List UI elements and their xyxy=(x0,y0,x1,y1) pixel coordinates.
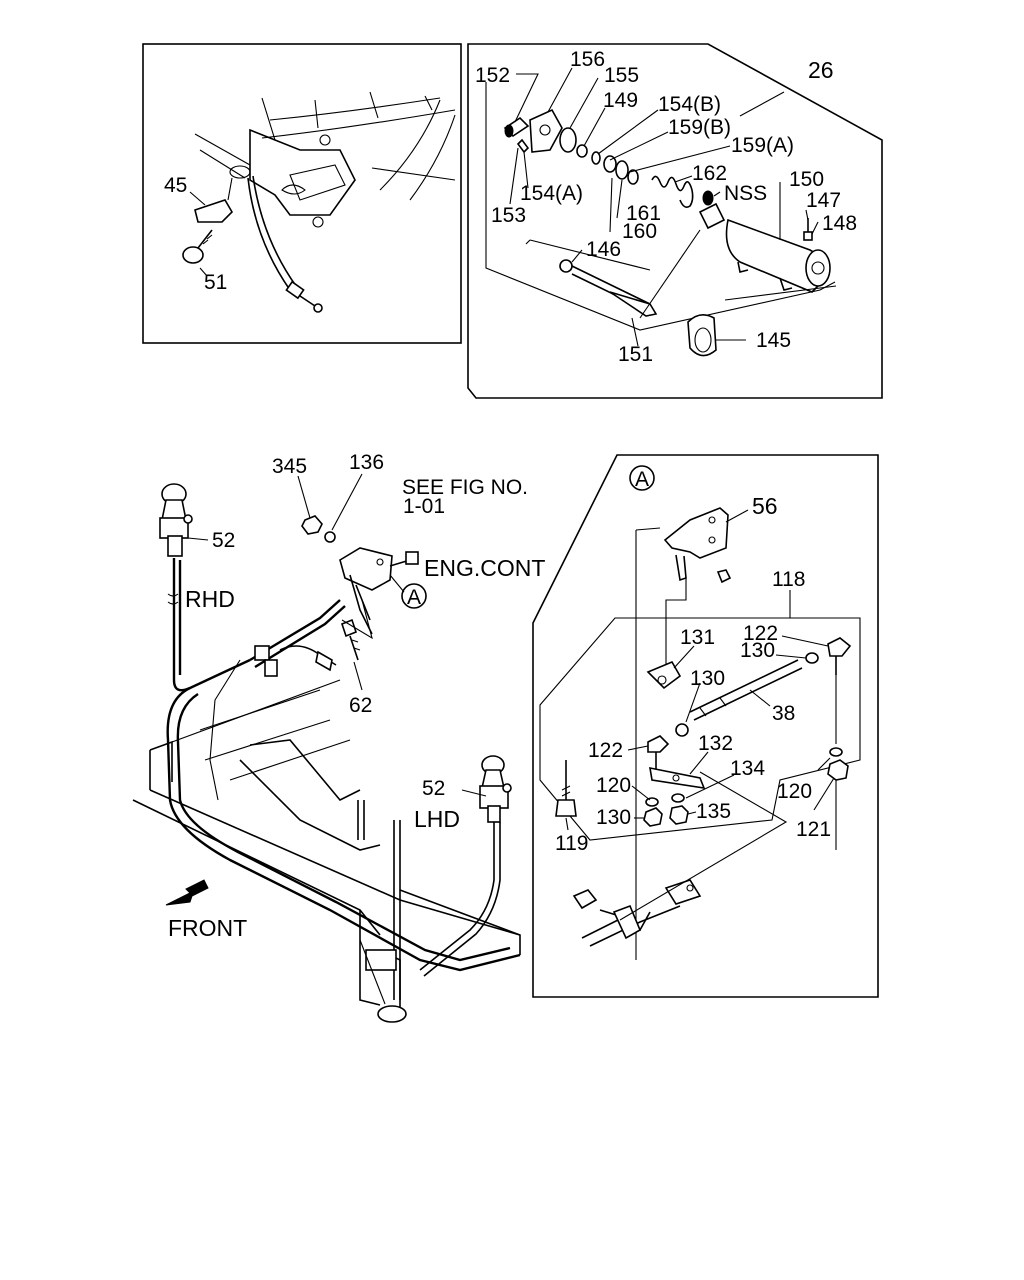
sub-assembly-118-outline xyxy=(539,617,861,841)
label-135: 135 xyxy=(696,800,731,823)
label-120-right: 120 xyxy=(777,780,812,803)
label-62: 62 xyxy=(349,694,372,717)
label-118: 118 xyxy=(772,568,805,591)
cab-structure-drawing xyxy=(194,91,456,313)
callout-A-label: A xyxy=(407,586,421,609)
rhd-cable-drawing xyxy=(166,558,521,972)
detail-title: A xyxy=(635,468,649,491)
label-151: 151 xyxy=(618,343,653,366)
cable-connector xyxy=(315,650,333,672)
label-134: 134 xyxy=(730,757,765,780)
front-arrow-icon xyxy=(165,879,209,906)
pull-knob-lhd xyxy=(419,755,512,977)
label-154A: 154(A) xyxy=(520,182,583,205)
label-154B: 154(B) xyxy=(658,93,721,116)
leader-51 xyxy=(199,267,208,277)
label-149: 149 xyxy=(603,89,638,112)
label-51: 51 xyxy=(204,271,227,294)
bolt-part-51 xyxy=(182,229,213,264)
label-130-bottom: 130 xyxy=(596,806,631,829)
fig-number-label: 1-01 xyxy=(403,495,445,518)
label-159A: 159(A) xyxy=(731,134,794,157)
rhd-label: RHD xyxy=(185,586,235,612)
label-122-top: 122 xyxy=(743,622,778,645)
label-146: 146 xyxy=(586,238,621,261)
label-45: 45 xyxy=(164,174,187,197)
label-132: 132 xyxy=(698,732,733,755)
top-left-panel-frame xyxy=(142,43,462,344)
label-52-rhd: 52 xyxy=(212,529,235,552)
main-panel: 345 136 SEE FIG NO. 1-01 52 ENG.CONT RHD… xyxy=(132,451,545,1023)
label-38: 38 xyxy=(772,702,795,725)
label-159B: 159(B) xyxy=(668,116,731,139)
label-56: 56 xyxy=(752,493,778,519)
label-121: 121 xyxy=(796,818,831,841)
top-right-leaders xyxy=(509,67,837,347)
label-148: 148 xyxy=(822,212,857,235)
frame-rails-drawing xyxy=(132,679,521,1010)
cable-loop xyxy=(209,659,241,801)
pull-knob-rhd xyxy=(159,483,193,605)
label-130-top: 130 xyxy=(740,639,775,662)
label-160: 160 xyxy=(622,220,657,243)
detail-parts-drawing xyxy=(555,507,852,960)
detail-title-circle xyxy=(629,465,655,491)
front-label: FRONT xyxy=(168,915,247,941)
label-NSS: NSS xyxy=(724,182,767,205)
eng-cont-label: ENG.CONT xyxy=(424,555,545,581)
callout-A-circle xyxy=(401,583,427,609)
main-panel-leaders xyxy=(187,473,487,797)
nut-345 xyxy=(301,515,323,535)
label-152: 152 xyxy=(475,64,510,87)
label-345: 345 xyxy=(272,455,307,478)
label-26: 26 xyxy=(808,57,834,83)
leader-45 xyxy=(189,191,206,206)
label-147: 147 xyxy=(806,189,841,212)
see-fig-label: SEE FIG NO. xyxy=(402,476,528,499)
bolt-62 xyxy=(341,618,361,661)
lhd-label: LHD xyxy=(414,806,460,832)
label-130-mid: 130 xyxy=(690,667,725,690)
label-120-left: 120 xyxy=(596,774,631,797)
label-119: 119 xyxy=(555,832,588,855)
label-150: 150 xyxy=(789,168,824,191)
clip-part-45 xyxy=(194,165,251,223)
top-left-panel: 45 51 xyxy=(142,43,462,344)
label-52-lhd: 52 xyxy=(422,777,445,800)
label-131: 131 xyxy=(680,626,715,649)
label-122-mid: 122 xyxy=(588,739,623,762)
eng-cont-bracket xyxy=(339,547,419,635)
cylinder-assembly-drawing xyxy=(503,108,831,357)
washer-136 xyxy=(324,531,336,543)
top-right-panel: 152 156 155 149 154(B) 159(B) 159(A) 26 … xyxy=(467,43,883,399)
lhd-rods-drawing xyxy=(357,800,407,1023)
detail-leaders xyxy=(565,509,835,831)
label-145: 145 xyxy=(756,329,791,352)
detail-panel-frame xyxy=(532,454,879,998)
label-136: 136 xyxy=(349,451,384,474)
label-155: 155 xyxy=(604,64,639,87)
label-161: 161 xyxy=(626,202,661,225)
label-156: 156 xyxy=(570,48,605,71)
label-153: 153 xyxy=(491,204,526,227)
detail-panel-A: A xyxy=(532,454,879,998)
top-right-panel-frame xyxy=(467,43,883,399)
label-162: 162 xyxy=(692,162,727,185)
